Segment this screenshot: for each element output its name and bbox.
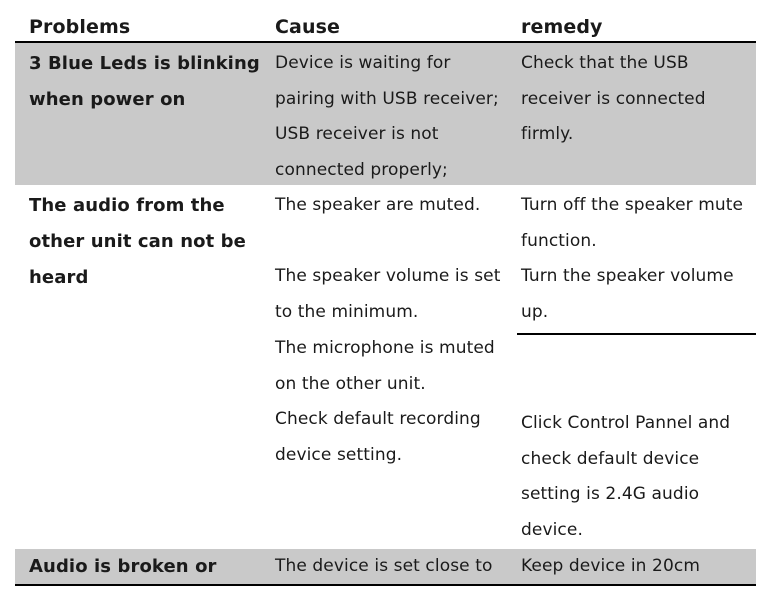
column-header-problems: Problems — [29, 16, 131, 38]
row-separator-2 — [15, 547, 756, 549]
row-shading-first — [15, 43, 756, 185]
remedy-cell: Keep device in 20cm — [521, 556, 700, 576]
column-header-remedy: remedy — [521, 16, 603, 38]
table-bottom-rule — [15, 584, 756, 586]
cause-cell: The speaker volume is set to the minimum… — [275, 266, 501, 322]
cause-cell: The speaker are muted. — [275, 195, 481, 215]
problem-cell: Audio is broken or — [29, 556, 217, 577]
remedy-cell: Click Control Pannel and check default d… — [521, 413, 731, 540]
remedy-cell: Turn the speaker volume up. — [521, 266, 734, 322]
row-separator-1 — [15, 185, 756, 187]
cause-cell: Check default recording device setting. — [275, 409, 481, 465]
column-header-cause: Cause — [275, 16, 340, 38]
remedy-cell: Turn off the speaker mute function. — [521, 195, 744, 251]
cause-cell: The device is set close to — [275, 556, 493, 576]
cause-cell: Device is waiting for pairing with USB r… — [275, 53, 499, 180]
problem-cell: 3 Blue Leds is blinking when power on — [29, 53, 260, 110]
cause-cell: The microphone is muted on the other uni… — [275, 338, 495, 394]
remedy-cell: Check that the USB receiver is connected… — [521, 53, 706, 144]
row-shading-third — [15, 549, 756, 584]
remedy-cell-rule — [517, 333, 756, 335]
header-rule — [15, 41, 756, 43]
problem-cell: The audio from the other unit can not be… — [29, 195, 246, 288]
